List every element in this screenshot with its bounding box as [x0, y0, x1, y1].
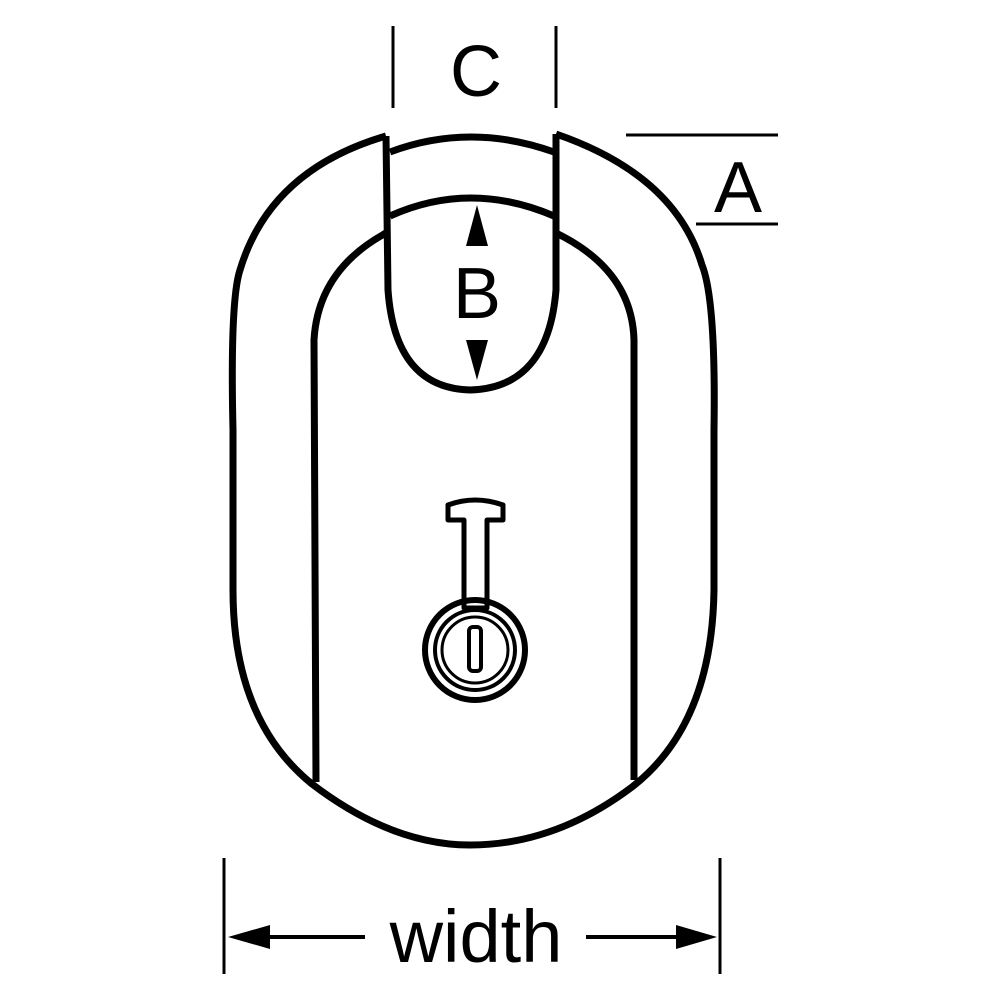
keyhole-slot: [467, 625, 483, 673]
keyhole-cover-pin: [445, 497, 506, 611]
dimension-b-up-arrow: [466, 205, 488, 246]
dimension-a-label: A: [714, 148, 762, 228]
key-cylinder-inner: [440, 615, 510, 685]
dimension-b-label: B: [453, 254, 501, 334]
dimension-b-down-arrow: [466, 340, 488, 380]
key-cylinder-ring: [433, 608, 517, 692]
key-cylinder-outer: [422, 597, 528, 703]
width-left-arrow: [228, 925, 270, 949]
dimension-c-label: C: [450, 32, 502, 112]
shackle-inner-arc: [388, 194, 556, 220]
width-right-arrow: [676, 925, 717, 949]
padlock-outer-body: [228, 130, 718, 849]
width-label: width: [389, 895, 563, 978]
shackle-outer-arc: [388, 133, 556, 156]
padlock-inner-body: [310, 229, 638, 783]
shackle-slot: [382, 134, 560, 394]
